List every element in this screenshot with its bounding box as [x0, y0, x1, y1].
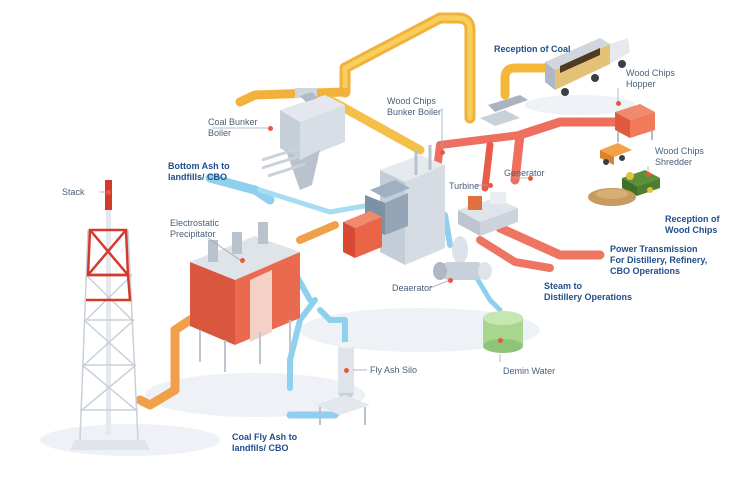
label-coal-bunker-boiler: Coal Bunker Boiler [208, 117, 258, 138]
marker-fly-ash-silo [344, 368, 349, 373]
marker-wood-hopper [616, 101, 621, 106]
label-turbine: Turbine [449, 181, 480, 191]
label-wood-chips-bunker-boiler: Wood Chips Bunker Boiler [387, 96, 442, 117]
label-bottom-ash: Bottom Ash to landfills/ CBO [168, 161, 230, 182]
label-wood-chips-shredder: Wood Chips Shredder [655, 146, 704, 167]
marker-stack [106, 190, 111, 195]
coal-bunker [280, 88, 345, 190]
deaerator [433, 236, 492, 280]
marker-wood-bunker [440, 150, 445, 155]
coal-truck [545, 38, 630, 96]
wood-chips-pile-top [596, 189, 628, 199]
bottom-ash-pipes [261, 146, 306, 178]
label-demin-water: Demin Water [503, 366, 556, 376]
marker-esp [240, 258, 245, 263]
label-generator: Generator [504, 168, 545, 178]
label-electrostatic-precipitator: Electrostatic Precipitator [170, 218, 220, 239]
marker-demin-water [498, 338, 503, 343]
coal-hopper [480, 95, 528, 126]
label-coal-fly-ash: Coal Fly Ash to landfils/ CBO [232, 432, 298, 453]
marker-deaerator [448, 278, 453, 283]
flue-lines [135, 221, 339, 410]
marker-shredder [646, 172, 651, 177]
turbine-generator [458, 192, 518, 236]
label-fly-ash-silo: Fly Ash Silo [370, 365, 418, 375]
demin-tank [483, 311, 523, 353]
marker-turbine [488, 183, 493, 188]
label-steam: Steam to Distillery Operations [544, 281, 633, 302]
label-deaerator: Deaerator [392, 283, 433, 293]
marker-coal-bunker [268, 126, 273, 131]
esp-unit [190, 222, 300, 372]
label-reception-wood-chips: Reception of Wood Chips [665, 214, 720, 235]
wood-truck [600, 143, 632, 165]
label-wood-chips-hopper: Wood Chips Hopper [626, 68, 675, 89]
marker-generator [528, 176, 533, 181]
label-stack: Stack [62, 187, 85, 197]
leader-lines [100, 88, 649, 371]
label-power-transmission: Power Transmission For Distillery, Refin… [610, 244, 708, 276]
wood-hopper [615, 104, 655, 142]
label-reception-coal: Reception of Coal [494, 44, 571, 54]
wood-bunker [343, 211, 382, 258]
stack-tower [70, 180, 150, 450]
